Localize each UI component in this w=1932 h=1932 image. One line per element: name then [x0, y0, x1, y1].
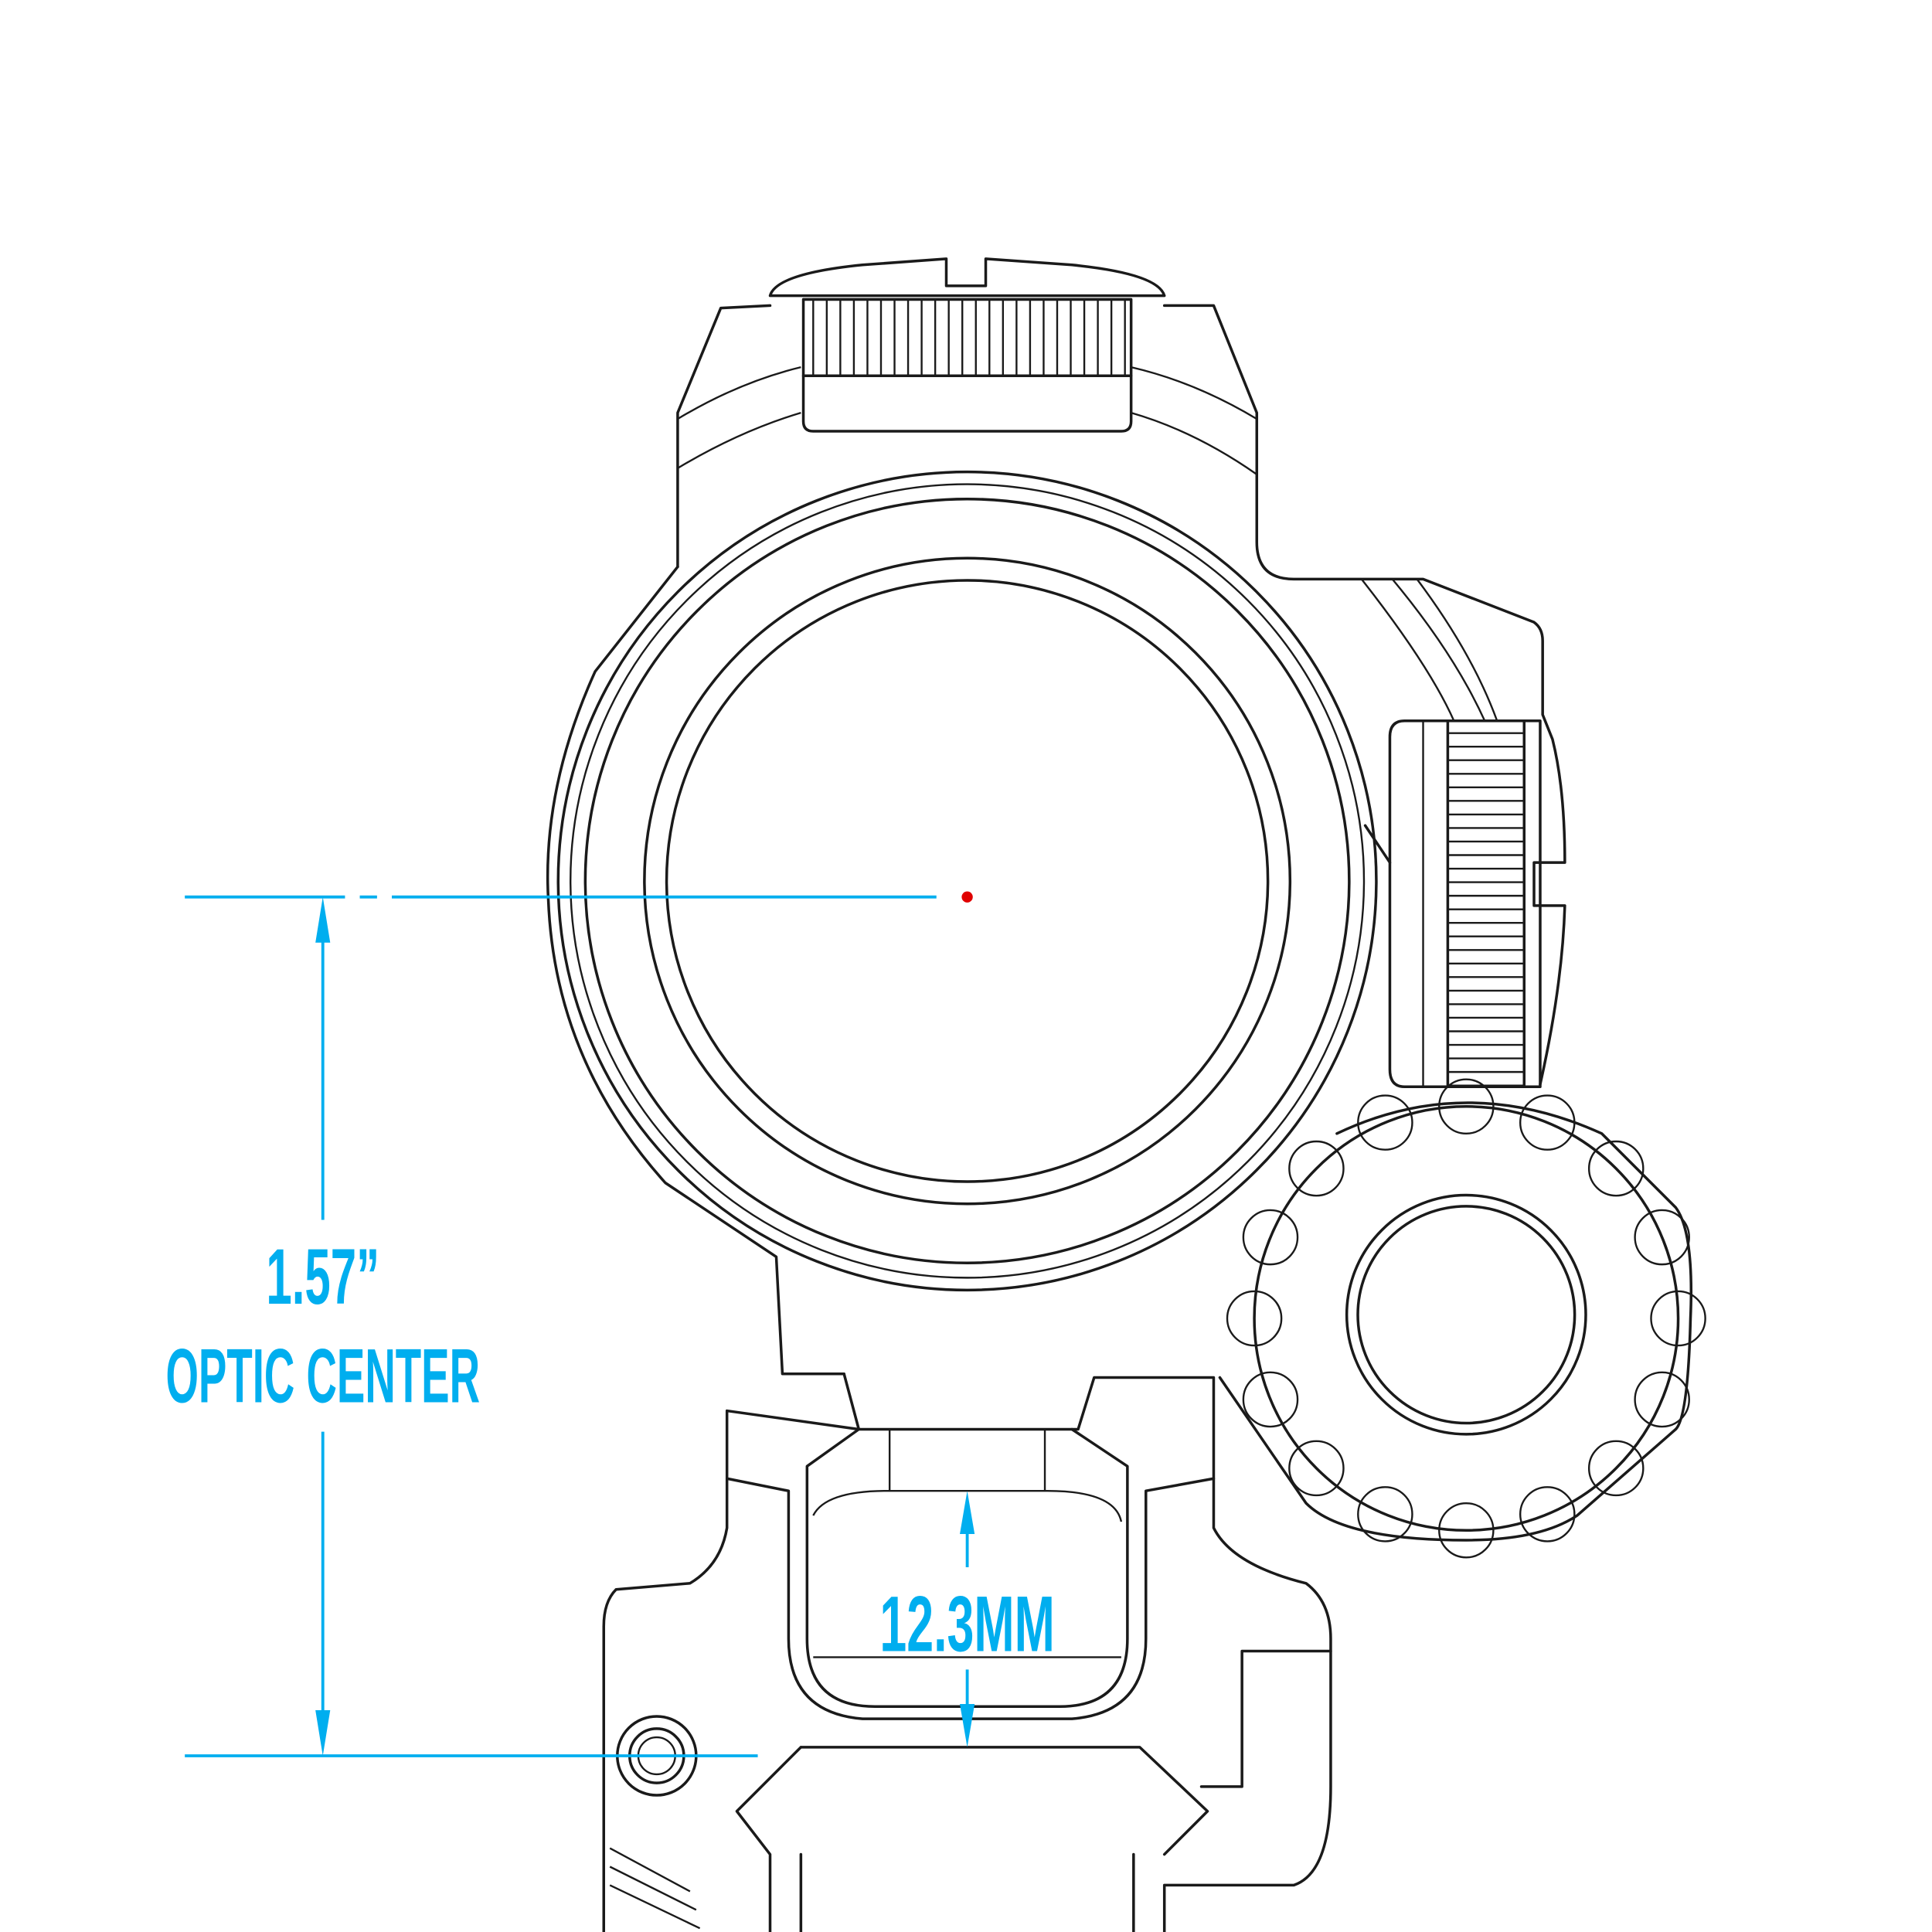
grip-scallop	[1650, 1290, 1706, 1347]
windage-turret	[1388, 719, 1542, 1089]
arrow-up-icon	[315, 896, 331, 943]
grip-scallop	[1587, 1440, 1645, 1497]
objective-lens	[556, 470, 1378, 1292]
grip-scallop	[1438, 1502, 1495, 1559]
grip-scallop	[1242, 1209, 1299, 1266]
arrow-down-icon	[960, 1704, 975, 1747]
grip-scallop	[1519, 1486, 1576, 1543]
gap-value: 12.3MM	[879, 1580, 1054, 1668]
grip-scallop	[1288, 1440, 1345, 1497]
grip-scallop	[1357, 1094, 1413, 1151]
arrow-down-icon	[315, 1710, 331, 1757]
optic-center-dimension: 1.57” OPTIC CENTER	[165, 895, 937, 1757]
grip-scallop	[1634, 1209, 1690, 1266]
elevation-turret	[768, 257, 1166, 433]
height-value: 1.57”	[266, 1233, 379, 1321]
grip-scallop	[1519, 1094, 1576, 1151]
grip-scallop	[1587, 1140, 1645, 1197]
grip-scallop	[1357, 1486, 1413, 1543]
grip-scallop	[1634, 1371, 1690, 1428]
battery-cap	[1218, 1078, 1706, 1559]
optic-housing	[546, 304, 1566, 1376]
arrow-up-icon	[960, 1491, 975, 1535]
grip-scallop	[1438, 1078, 1495, 1135]
grip-scallop	[1288, 1140, 1345, 1197]
gap-dimension: 12.3MM	[879, 1491, 1055, 1747]
reticle-dot	[961, 891, 973, 903]
height-label: OPTIC CENTER	[165, 1333, 480, 1418]
grip-scallop	[1226, 1290, 1283, 1347]
grip-scallop	[1242, 1371, 1299, 1428]
